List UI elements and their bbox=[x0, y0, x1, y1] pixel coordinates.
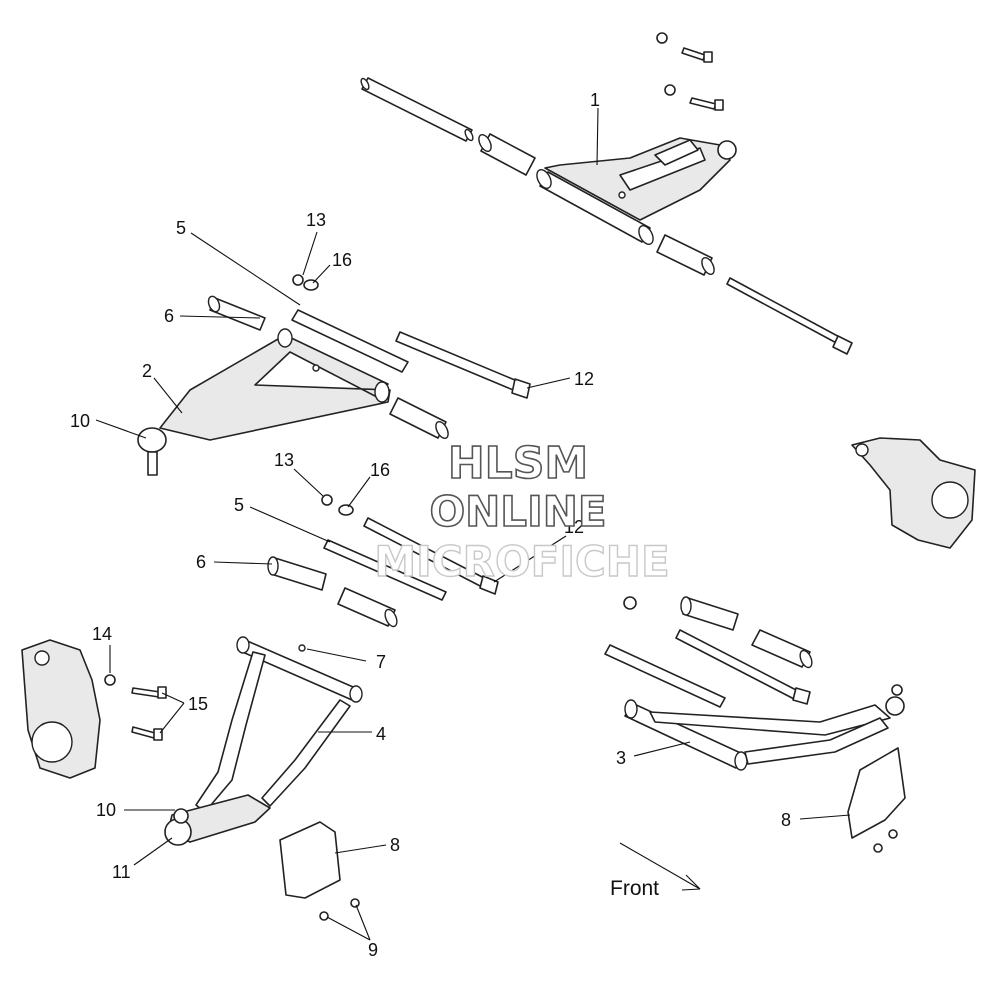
callout-13b: 13 bbox=[274, 450, 294, 470]
leader-lines bbox=[95, 107, 851, 941]
callout-12a: 12 bbox=[574, 369, 594, 389]
callout-7: 7 bbox=[376, 652, 386, 672]
watermark-line-2: ONLINE bbox=[429, 487, 606, 536]
guard-plate-left bbox=[279, 821, 360, 921]
callout-6b: 6 bbox=[196, 552, 206, 572]
callout-2: 2 bbox=[142, 361, 152, 381]
callout-8a: 8 bbox=[390, 835, 400, 855]
callout-16b: 16 bbox=[370, 460, 390, 480]
callout-4: 4 bbox=[376, 724, 386, 744]
callout-labels: 1 2 3 4 5 5 6 6 7 8 8 9 10 10 11 12 12 1… bbox=[70, 90, 791, 960]
callout-10a: 10 bbox=[70, 411, 90, 431]
front-direction-label: Front bbox=[610, 877, 659, 900]
callout-15: 15 bbox=[188, 694, 208, 714]
callout-8b: 8 bbox=[781, 810, 791, 830]
steering-knuckle-left bbox=[21, 639, 167, 779]
callout-10b: 10 bbox=[96, 800, 116, 820]
part-4-lower-a-arm bbox=[164, 636, 363, 846]
watermark-line-1: HLSM bbox=[448, 438, 588, 489]
callout-1: 1 bbox=[590, 90, 600, 110]
callout-5a: 5 bbox=[176, 218, 186, 238]
callout-5b: 5 bbox=[234, 495, 244, 515]
callout-16a: 16 bbox=[332, 250, 352, 270]
callout-11: 11 bbox=[112, 862, 131, 882]
callout-3: 3 bbox=[616, 748, 626, 768]
callout-9: 9 bbox=[368, 940, 378, 960]
callout-6a: 6 bbox=[164, 306, 174, 326]
guard-plate-right bbox=[847, 747, 906, 853]
callout-13a: 13 bbox=[306, 210, 326, 230]
lower-arm-hardware bbox=[267, 494, 499, 628]
part-1-upper-arm bbox=[360, 32, 853, 355]
callout-12b: 12 bbox=[564, 517, 584, 537]
part-3-lower-a-arm bbox=[604, 596, 905, 771]
watermark: HLSM ONLINE MICROFICHE bbox=[374, 437, 671, 587]
watermark-line-3: MICROFICHE bbox=[374, 537, 669, 586]
steering-knuckle-right bbox=[851, 437, 976, 549]
callout-14: 14 bbox=[92, 624, 112, 644]
part-2-upper-a-arm bbox=[137, 274, 531, 476]
